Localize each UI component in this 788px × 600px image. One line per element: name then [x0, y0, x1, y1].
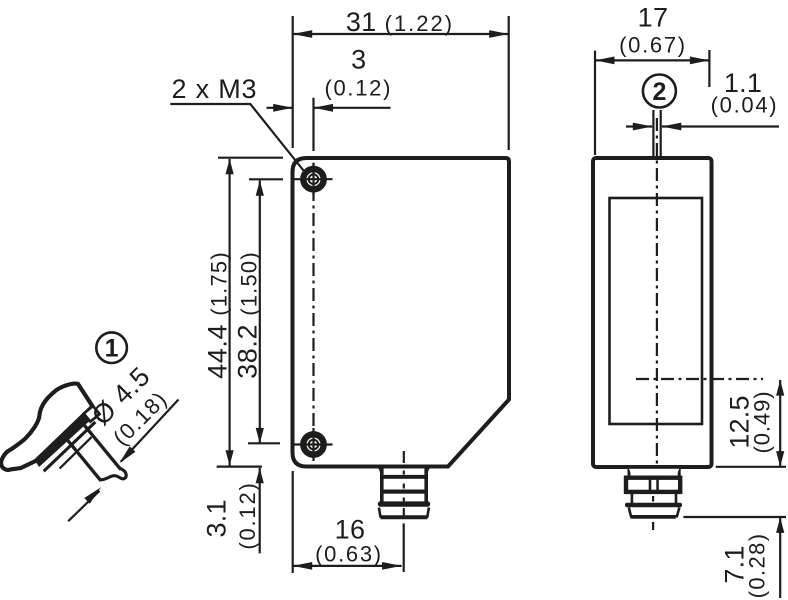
svg-text:(0.04): (0.04) — [711, 93, 779, 118]
svg-text:1.1: 1.1 — [724, 68, 762, 98]
svg-text:44.4 (1.75): 44.4 (1.75) — [203, 251, 233, 379]
svg-text:7.1: 7.1 — [720, 545, 750, 583]
svg-text:17: 17 — [638, 3, 669, 33]
svg-text:1: 1 — [105, 335, 119, 363]
svg-text:2: 2 — [652, 78, 666, 106]
svg-text:(0.67): (0.67) — [619, 32, 687, 57]
svg-text:(0.12): (0.12) — [324, 75, 392, 100]
svg-text:31 (1.22): 31 (1.22) — [346, 7, 454, 37]
svg-text:(0.49): (0.49) — [750, 391, 775, 454]
svg-text:16: 16 — [335, 515, 366, 545]
svg-text:38.2 (1.50): 38.2 (1.50) — [233, 251, 263, 379]
svg-text:2 x M3: 2 x M3 — [172, 74, 258, 104]
svg-text:(0.63): (0.63) — [315, 542, 383, 567]
svg-text:(0.12): (0.12) — [235, 481, 260, 549]
svg-text:(0.28): (0.28) — [744, 532, 769, 598]
svg-text:3.1: 3.1 — [202, 499, 232, 537]
svg-text:12.5: 12.5 — [725, 395, 755, 448]
svg-text:3: 3 — [351, 45, 367, 75]
